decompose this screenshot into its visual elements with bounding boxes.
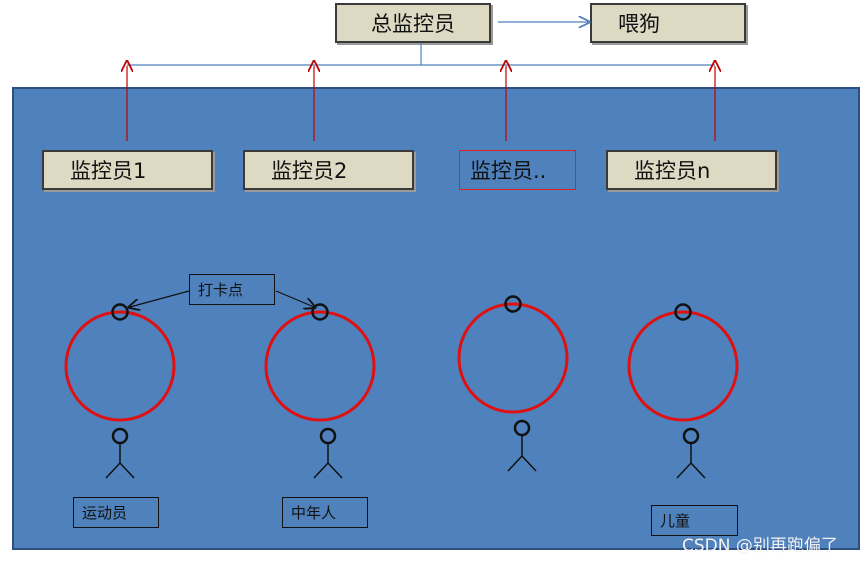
person-label-1: 运动员: [82, 504, 128, 522]
track-ring-2: [264, 310, 376, 422]
person-figure-1: [105, 427, 135, 479]
checkpoint-arrow-left: [130, 290, 190, 307]
monitor-label-3: 监控员..: [470, 159, 547, 183]
checkpoint-3: [504, 295, 522, 313]
checkpoint-1: [111, 303, 129, 321]
monitor-box-1: 监控员1: [42, 150, 213, 190]
checkpoint-n: [674, 303, 692, 321]
watchdog-label: 喂狗: [618, 12, 660, 36]
supervisor-label: 总监控员: [371, 12, 455, 36]
person-label-box-1: 运动员: [73, 497, 159, 528]
person-label-2: 中年人: [291, 504, 337, 522]
checkpoint-label: 打卡点: [198, 281, 244, 299]
watermark: CSDN @别再跑偏了: [682, 536, 838, 556]
checkpoint-2: [311, 303, 329, 321]
monitor-box-3: 监控员..: [459, 150, 576, 190]
monitor-box-n: 监控员n: [606, 150, 777, 190]
person-figure-2: [313, 427, 343, 479]
checkpoint-arrow-right: [275, 290, 314, 307]
watchdog-box: 喂狗: [590, 3, 746, 43]
monitor-label-2: 监控员2: [271, 159, 348, 183]
checkpoint-label-box: 打卡点: [189, 274, 275, 305]
person-label-box-2: 中年人: [282, 497, 368, 528]
monitor-box-2: 监控员2: [243, 150, 414, 190]
monitor-label-n: 监控员n: [634, 159, 711, 183]
track-ring-n: [627, 310, 739, 422]
person-figure-3: [507, 419, 537, 472]
monitor-label-1: 监控员1: [70, 159, 147, 183]
track-ring-1: [64, 310, 176, 422]
person-label-box-3: 儿童: [651, 505, 738, 536]
person-figure-n: [676, 427, 706, 479]
person-label-3: 儿童: [660, 512, 691, 530]
track-ring-3: [457, 302, 569, 414]
supervisor-box: 总监控员: [335, 3, 491, 43]
